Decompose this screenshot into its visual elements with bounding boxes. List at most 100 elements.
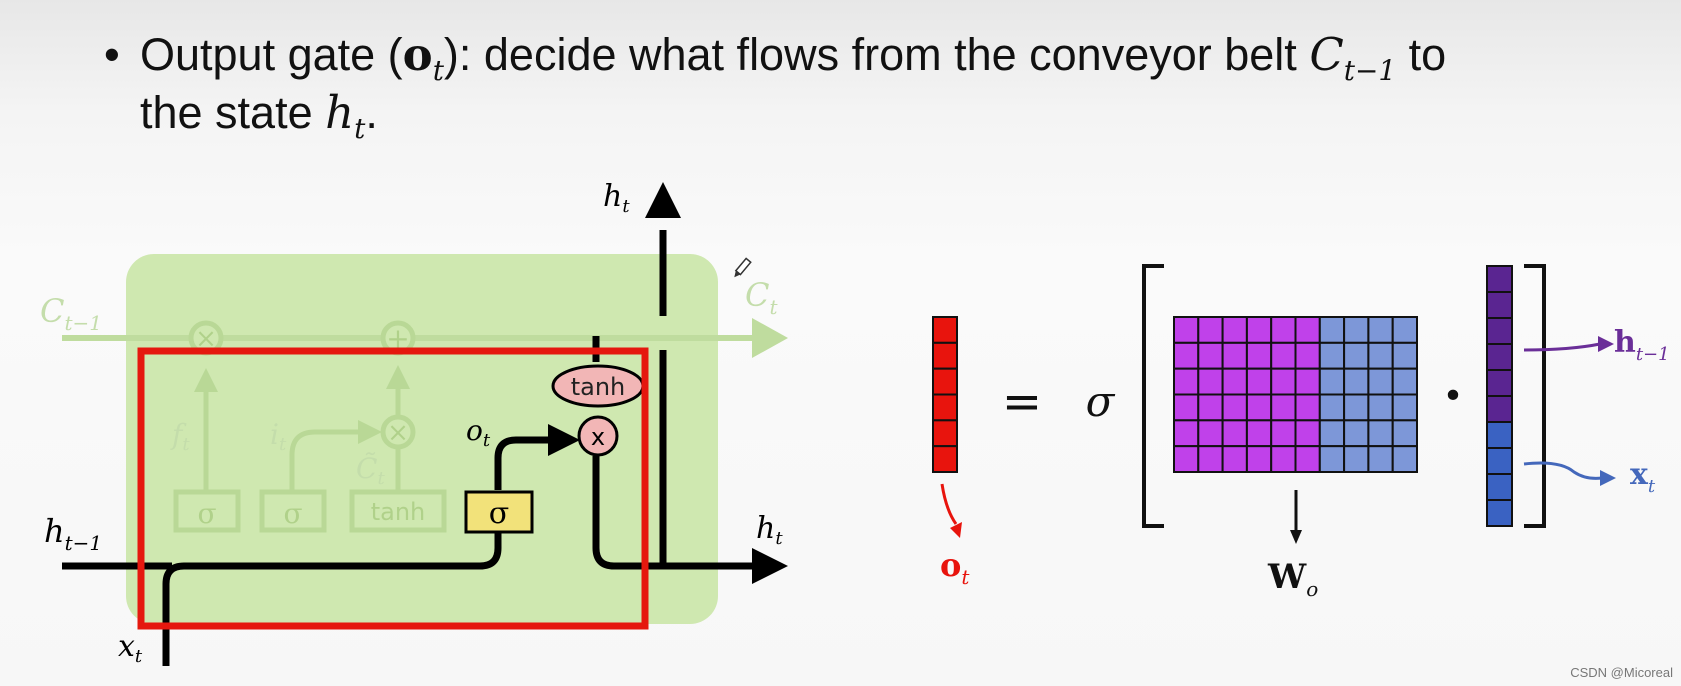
matrix-cell xyxy=(1245,316,1273,344)
multiply-circle xyxy=(577,415,619,457)
matrix-cell xyxy=(1197,341,1224,370)
matrix-cell xyxy=(1270,419,1297,448)
x-vector-cell xyxy=(1486,447,1513,475)
o-arrowhead xyxy=(548,424,580,456)
matrix-cell xyxy=(1270,316,1297,344)
title-text-1: Output gate ( xyxy=(140,29,403,80)
title-line-1: Output gate (ot): decide what flows from… xyxy=(140,26,1446,100)
weight-matrix xyxy=(1173,316,1418,473)
matrix-cell xyxy=(1391,367,1418,396)
matrix-cell xyxy=(1197,419,1224,448)
equals-sign: = xyxy=(1002,374,1042,430)
matrix-cell xyxy=(1245,419,1273,448)
matrix-cell xyxy=(1245,445,1273,473)
matrix-cell xyxy=(1245,367,1273,396)
bullet: • xyxy=(104,29,120,80)
dot-operator: • xyxy=(1442,376,1463,417)
ot-arrow xyxy=(940,483,958,525)
h-right-label: ht xyxy=(756,511,783,549)
faded-sigma-f: σ xyxy=(197,497,216,530)
h-top-label: ht xyxy=(603,179,630,217)
matrix-cell xyxy=(1173,419,1200,448)
matrix-cell xyxy=(1197,316,1224,344)
right-bracket xyxy=(1524,264,1546,528)
matrix-cell xyxy=(1270,445,1297,473)
c-tilde-label: C̃t xyxy=(356,452,385,489)
faded-mult-symbol-i: × xyxy=(387,418,409,448)
matrix-cell xyxy=(1294,419,1321,448)
matrix-cell xyxy=(1391,341,1418,370)
matrix-cell xyxy=(1221,445,1248,473)
matrix-cell xyxy=(1391,445,1418,473)
lstm-diagram: × + × σ σ tanh Ct−1 Ct ft it C̃t σ tanh … xyxy=(40,179,788,667)
c-subscript: t−1 xyxy=(1343,54,1397,87)
matrix-cell xyxy=(1391,316,1418,344)
matrix-cell xyxy=(1221,316,1248,344)
matrix-cell xyxy=(1343,445,1370,473)
h-arrowhead xyxy=(1598,336,1614,352)
matrix-cell xyxy=(1367,367,1394,396)
cell-state-arrowhead xyxy=(752,318,788,358)
ot-cell xyxy=(932,393,958,422)
matrix-cell xyxy=(1221,341,1248,370)
matrix-cell xyxy=(1318,445,1346,473)
matrix-cell xyxy=(1173,393,1200,422)
matrix-cell xyxy=(1294,393,1321,422)
matrix-cell xyxy=(1367,419,1394,448)
matrix-cell xyxy=(1173,367,1200,396)
title-text-3: to xyxy=(1396,29,1447,80)
highlight-box xyxy=(137,347,649,630)
matrix-cell xyxy=(1343,316,1370,344)
x-vector-cell xyxy=(1486,421,1513,449)
h-vector-cell xyxy=(1486,291,1513,319)
title-text-5: . xyxy=(365,87,378,138)
output-sigma-box xyxy=(464,490,534,534)
faded-mult-symbol-f: × xyxy=(195,324,217,354)
ot-cell xyxy=(932,445,958,473)
faded-tanh-label: tanh xyxy=(371,498,426,526)
watermark: CSDN @Micoreal xyxy=(1570,665,1673,680)
matrix-cell xyxy=(1294,445,1321,473)
matrix-cell xyxy=(1367,393,1394,422)
matrix-cell xyxy=(1318,419,1346,448)
matrix-cell xyxy=(1173,445,1200,473)
matrix-cell xyxy=(1343,393,1370,422)
x-label-eq: xt xyxy=(1630,457,1656,497)
h-vector-cell xyxy=(1486,343,1513,371)
sigma-symbol: σ xyxy=(1086,377,1116,426)
matrix-cell xyxy=(1343,341,1370,370)
output-sigma-symbol: σ xyxy=(489,496,509,531)
multiply-symbol: x xyxy=(591,423,605,451)
title-text-4: the state xyxy=(140,87,326,138)
h-vector-cell xyxy=(1486,317,1513,345)
matrix-cell xyxy=(1318,316,1346,344)
pencil-cursor-icon xyxy=(734,257,752,278)
matrix-cell xyxy=(1270,367,1297,396)
x-label: xt xyxy=(118,629,143,667)
matrix-cell xyxy=(1197,445,1224,473)
matrix-cell xyxy=(1391,419,1418,448)
matrix-cell xyxy=(1343,367,1370,396)
ot-arrowhead xyxy=(950,522,962,538)
ot-label: ot xyxy=(940,546,970,589)
ot-vector xyxy=(932,316,958,473)
wo-label: Wo xyxy=(1267,557,1318,601)
tanh-label: tanh xyxy=(571,373,626,401)
matrix-cell xyxy=(1294,341,1321,370)
h-vector-cell xyxy=(1486,395,1513,423)
h-right-arrowhead xyxy=(752,548,788,584)
ot-cell xyxy=(932,419,958,448)
matrix-cell xyxy=(1245,341,1273,370)
faded-plus-symbol: + xyxy=(386,322,409,355)
o-subscript: t xyxy=(432,54,444,87)
matrix-cell xyxy=(1367,341,1394,370)
h-top-arrowhead xyxy=(645,182,681,218)
matrix-cell xyxy=(1173,316,1200,344)
h-subscript: t xyxy=(354,112,366,145)
h-prev-label: ht−1 xyxy=(44,512,102,555)
h-vector-cell xyxy=(1486,369,1513,397)
matrix-cell xyxy=(1173,341,1200,370)
ot-cell xyxy=(932,341,958,370)
matrix-cell xyxy=(1318,367,1346,396)
matrix-cell xyxy=(1270,393,1297,422)
